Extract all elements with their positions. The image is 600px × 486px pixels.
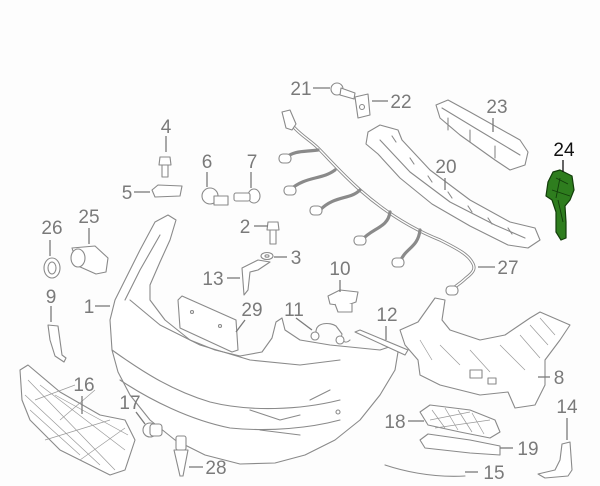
callout-14: 14 <box>556 397 578 418</box>
callout-16: 16 <box>73 375 94 396</box>
callout-4: 4 <box>161 117 172 138</box>
part-8-side-bracket <box>399 297 571 409</box>
callout-9: 9 <box>46 287 57 308</box>
callout-18: 18 <box>384 412 405 433</box>
callout-20: 20 <box>435 157 456 178</box>
callout-7: 7 <box>247 152 258 173</box>
part-26-sensor-ring <box>43 257 61 279</box>
part-17-park-sensor <box>142 422 163 438</box>
part-29-license-bracket <box>177 295 239 353</box>
callout-25: 25 <box>78 207 99 228</box>
part-1-bumper-cover <box>109 214 399 465</box>
part-21-screw <box>330 82 356 100</box>
part-7-screw <box>233 188 261 204</box>
callout-10: 10 <box>329 259 350 280</box>
part-27-wiring-harness <box>278 109 476 296</box>
part-23-reinforcement <box>435 99 529 171</box>
part-5-clip-nut <box>151 184 183 198</box>
callout-24-highlighted: 24 <box>553 140 575 161</box>
callout-1: 1 <box>84 297 95 318</box>
part-15-molding <box>384 464 466 477</box>
part-28-sensor <box>173 435 189 477</box>
part-20-absorber <box>365 124 541 249</box>
callout-28: 28 <box>205 458 226 479</box>
callout-12: 12 <box>376 305 397 326</box>
callout-11: 11 <box>284 300 304 321</box>
part-22-nut <box>354 93 371 119</box>
part-2-bolt <box>266 221 280 245</box>
callout-5: 5 <box>122 183 133 204</box>
callout-26: 26 <box>41 218 62 239</box>
callout-17: 17 <box>119 393 140 414</box>
part-24-support-bracket <box>545 169 575 241</box>
part-4-bolt <box>158 156 172 178</box>
callout-15: 15 <box>483 463 504 484</box>
part-12-trim-strip <box>354 329 409 356</box>
callout-13: 13 <box>202 269 223 290</box>
part-11-clip <box>310 322 351 345</box>
callout-27: 27 <box>497 258 518 279</box>
callout-6: 6 <box>202 152 213 173</box>
callout-3: 3 <box>291 248 302 269</box>
part-19-trim <box>419 433 501 456</box>
part-10-cover <box>327 289 359 313</box>
part-13-bracket <box>241 259 271 296</box>
part-25-park-sensor <box>70 245 109 275</box>
callout-2: 2 <box>240 217 251 238</box>
callout-leaders <box>49 87 568 473</box>
part-14-bracket <box>537 441 573 479</box>
callout-19: 19 <box>517 439 538 460</box>
part-3-washer <box>260 251 274 261</box>
callout-22: 22 <box>390 92 411 113</box>
callout-8: 8 <box>554 368 565 389</box>
callout-23: 23 <box>486 97 507 118</box>
part-16-grille <box>19 364 136 476</box>
part-18-fog-grille <box>419 404 501 439</box>
callout-21: 21 <box>290 79 311 100</box>
part-9-bracket <box>47 324 67 363</box>
part-6-retainer <box>201 187 229 206</box>
callout-29: 29 <box>241 300 262 321</box>
